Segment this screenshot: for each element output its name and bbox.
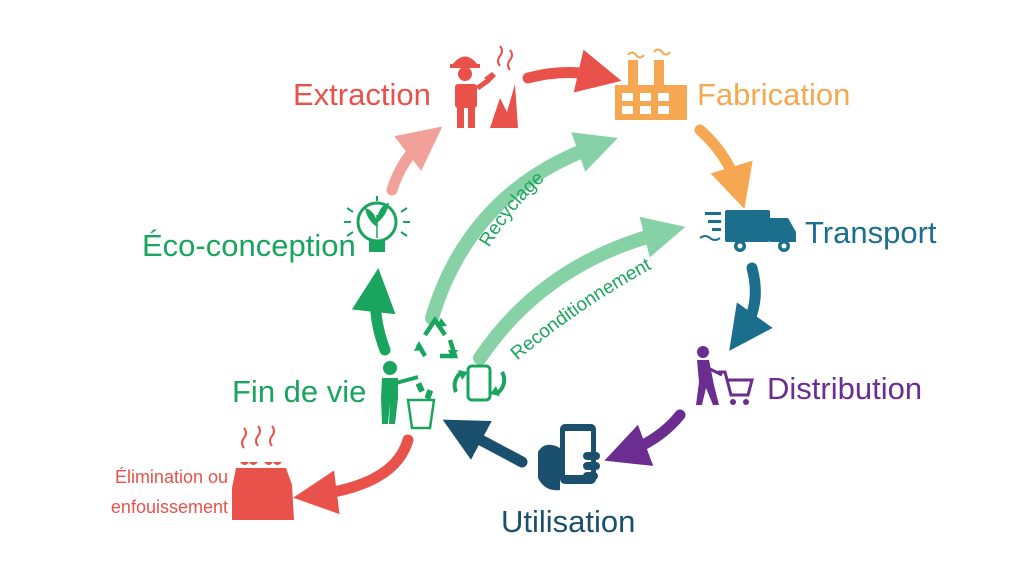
stage-label-fin-de-vie: Fin de vie [232,374,366,409]
shopping-cart-person-icon [696,346,754,405]
arrow-ecoconception-extraction [386,126,443,196]
phone-refresh-icon [452,364,507,402]
arrow-findevie-ecoconception [351,268,396,356]
stage-label-elimination-line1: Élimination ou [115,467,228,487]
stage-label-elimination-line2: enfouissement [111,497,228,517]
stage-label-eco-conception: Éco-conception [142,228,356,263]
arrow-fabrication-transport [694,124,753,210]
lightbulb-leaf-icon [344,196,410,252]
arrow-extraction-fabrication [522,49,622,93]
factory-icon [615,48,687,120]
delivery-truck-icon [699,210,796,252]
waste-bags-icon [232,425,294,520]
stage-label-utilisation: Utilisation [501,504,635,539]
arrow-findevie-elimination [293,434,414,515]
stage-label-fabrication: Fabrication [697,77,850,112]
arrow-reconditionnement [473,216,686,365]
recycle-icon [414,315,459,359]
stage-label-transport: Transport [805,215,937,250]
arrow-transport-distribution [729,262,773,351]
arrow-recyclage [425,132,618,325]
stage-label-extraction: Extraction [293,77,431,112]
stage-label-distribution: Distribution [767,371,922,406]
arrow-utilisation-findevie [442,419,528,468]
arrow-distribution-utilisation [604,409,686,466]
person-trash-icon [381,361,436,430]
miner-icon [450,45,518,128]
hand-phone-icon [538,424,600,491]
